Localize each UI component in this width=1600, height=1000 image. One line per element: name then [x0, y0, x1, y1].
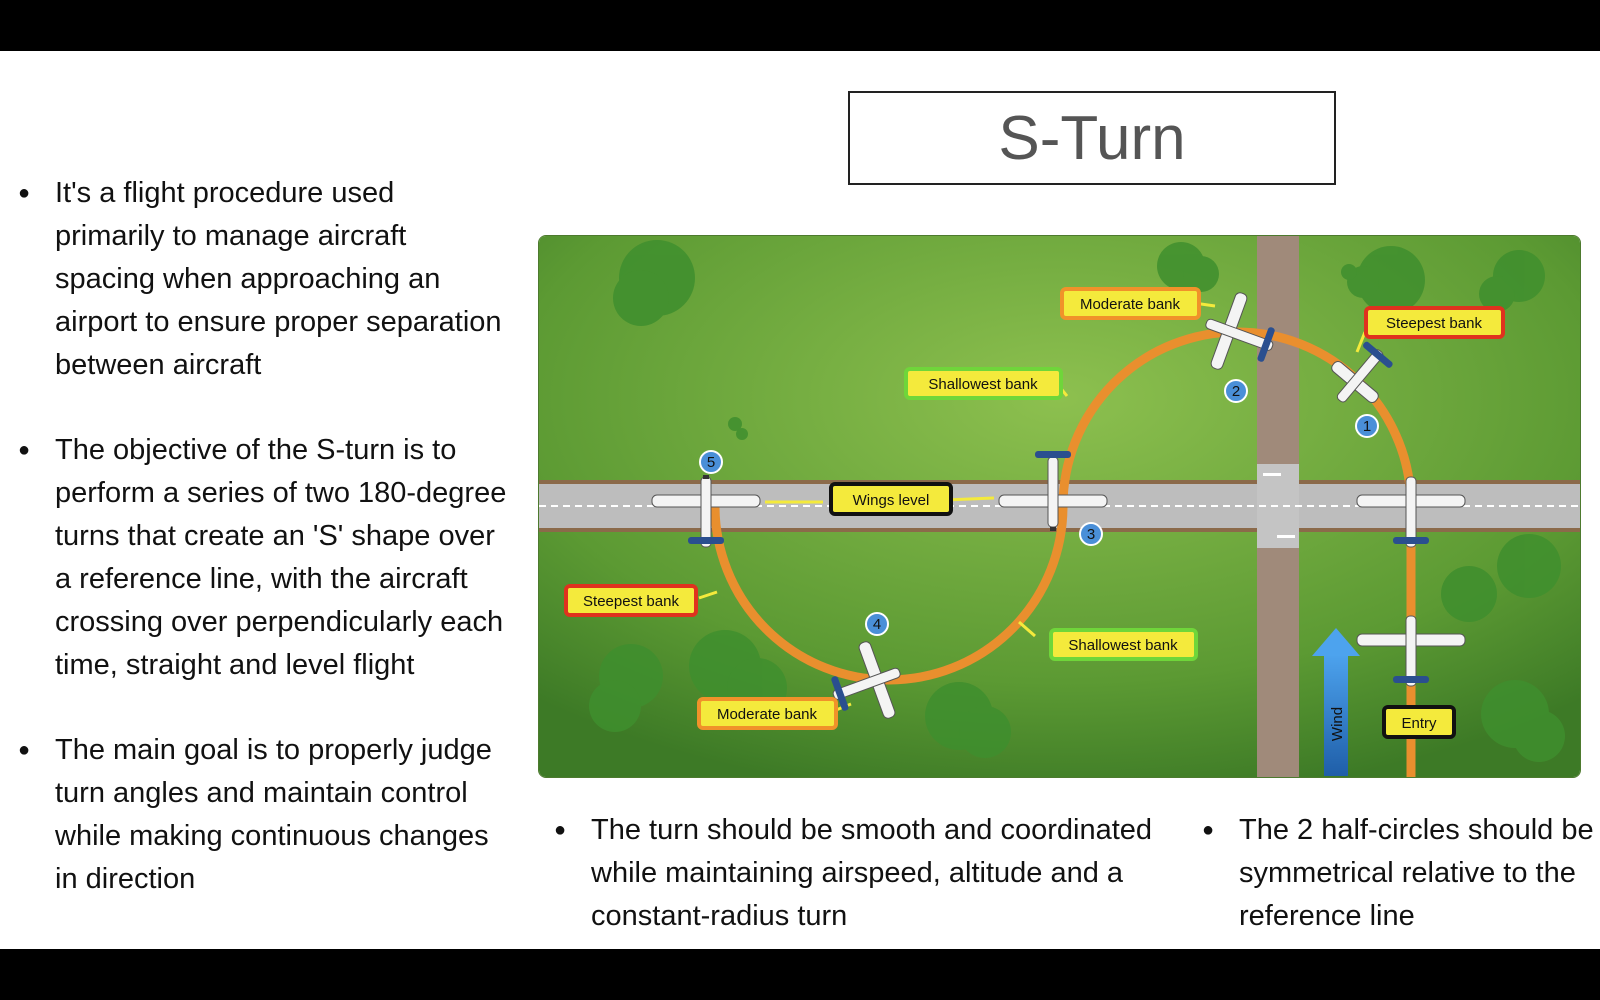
label-text: Shallowest bank: [928, 376, 1038, 393]
marker-1-label: 1: [1363, 418, 1371, 435]
left-bullet-list: It's a flight procedure used primarily t…: [18, 172, 508, 901]
airplane-icon: [1205, 292, 1275, 370]
label-wings-level: Wings level: [829, 482, 953, 516]
label-steepest-bank-left: Steepest bank: [564, 584, 698, 617]
marker-3: 3: [1079, 522, 1103, 546]
title-box: S-Turn: [848, 91, 1336, 185]
page-title: S-Turn: [998, 103, 1186, 173]
airplane-icon: [1356, 476, 1466, 548]
wind-label: Wind: [1329, 707, 1346, 741]
bullet-item: The objective of the S-turn is to perfor…: [18, 429, 508, 687]
label-text: Wings level: [853, 492, 930, 509]
label-shallowest-bank-bottom: Shallowest bank: [1049, 628, 1198, 661]
airplane-icon: [1331, 341, 1393, 404]
label-text: Moderate bank: [717, 706, 818, 723]
marker-2: 2: [1224, 379, 1248, 403]
airplane-icon: [831, 641, 901, 719]
marker-4-label: 4: [873, 616, 881, 633]
label-text: Steepest bank: [583, 593, 679, 610]
label-text: Entry: [1401, 715, 1437, 732]
bottom-bullet-list-1: The turn should be smooth and coordinate…: [554, 809, 1154, 938]
bullet-item: The main goal is to properly judge turn …: [18, 729, 508, 901]
marker-1: 1: [1355, 414, 1379, 438]
bullet-item: The 2 half-circles should be symmetrical…: [1202, 809, 1597, 938]
label-moderate-bank-bottom: Moderate bank: [697, 697, 838, 730]
marker-5-label: 5: [707, 454, 715, 471]
label-moderate-bank-top: Moderate bank: [1060, 287, 1201, 320]
label-steepest-bank-right: Steepest bank: [1364, 306, 1505, 339]
marker-4: 4: [865, 612, 889, 636]
airplane-icon: [651, 475, 761, 548]
marker-2-label: 2: [1232, 383, 1240, 400]
bullet-item: It's a flight procedure used primarily t…: [18, 172, 508, 387]
marker-3-label: 3: [1087, 526, 1095, 543]
label-text: Shallowest bank: [1068, 637, 1178, 654]
label-entry: Entry: [1382, 705, 1456, 739]
airplane-icon: [1356, 615, 1466, 687]
trees: [589, 240, 1565, 762]
label-text: Steepest bank: [1386, 315, 1482, 332]
marker-5: 5: [699, 450, 723, 474]
bullet-item: The turn should be smooth and coordinate…: [554, 809, 1154, 938]
bottom-bullet-list-2: The 2 half-circles should be symmetrical…: [1202, 809, 1597, 938]
label-shallowest-bank-top: Shallowest bank: [904, 367, 1063, 400]
slide: S-Turn It's a flight procedure used prim…: [0, 51, 1600, 949]
label-text: Moderate bank: [1080, 296, 1181, 313]
airplane-icon: [998, 451, 1108, 531]
wind-arrow: Wind: [1312, 628, 1360, 776]
s-turn-diagram: Wind: [538, 235, 1581, 778]
